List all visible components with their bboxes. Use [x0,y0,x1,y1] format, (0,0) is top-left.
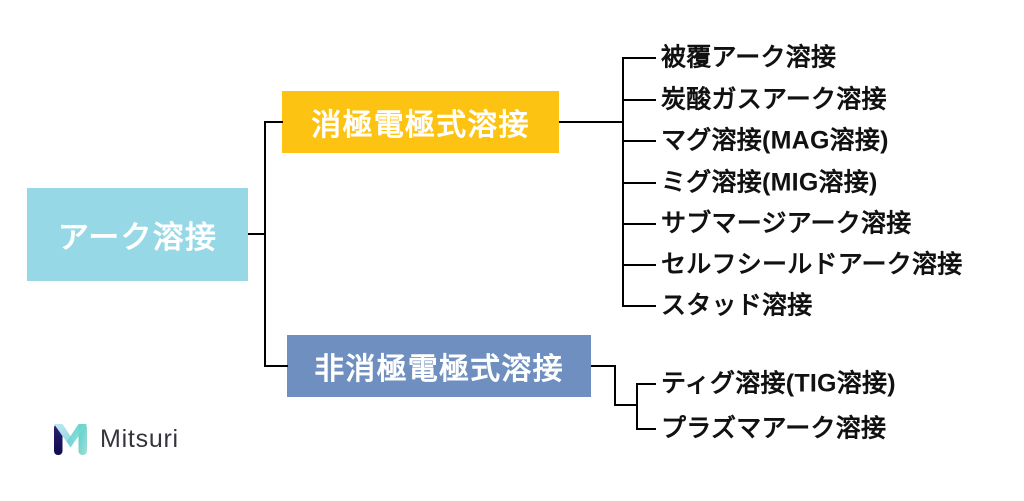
node-branch-consumable-electrode: 消極電極式溶接 [282,91,559,153]
connector-nonconsumable-leaf-1 [636,383,656,385]
connector-nonconsumable-spine [636,383,638,430]
node-branch-nonconsumable-electrode: 非消極電極式溶接 [287,335,591,397]
leaf-label-mig: ミグ溶接(MIG溶接) [661,168,878,197]
node-branch-consumable-label: 消極電極式溶接 [311,109,530,142]
connector-nonconsumable-leaf-2 [636,428,656,430]
node-root-arc-welding: アーク溶接 [27,188,248,281]
leaf-label-submerged-arc: サブマージアーク溶接 [661,209,912,238]
leaf-label-mag: マグ溶接(MAG溶接) [661,126,889,155]
mitsuri-logo: Mitsuri [52,421,179,458]
connector-consumable-spine [622,57,624,306]
mitsuri-m-logo-icon [54,424,87,455]
connector-nonconsumable-stub [591,365,616,367]
connector-root-stub [248,233,265,235]
connector-consumable-stub [559,121,624,123]
node-branch-nonconsumable-label: 非消極電極式溶接 [314,353,564,386]
node-root-label: アーク溶接 [57,220,218,255]
connector-consumable-leaf-1 [622,57,656,59]
connector-consumable-leaf-7 [622,305,656,307]
connector-consumable-leaf-5 [622,223,656,225]
connector-consumable-leaf-6 [622,264,656,266]
connector-root-spine [264,121,266,366]
connector-consumable-leaf-2 [622,99,656,101]
leaf-label-shielded-metal-arc: 被覆アーク溶接 [661,43,837,72]
connector-nonconsumable-elbow [614,404,638,406]
connector-consumable-leaf-3 [622,140,656,142]
connector-nonconsumable-drop [614,365,616,406]
leaf-label-tig: ティグ溶接(TIG溶接) [661,369,896,398]
leaf-label-co2-arc: 炭酸ガスアーク溶接 [661,85,887,114]
leaf-label-self-shielded-arc: セルフシールドアーク溶接 [661,250,963,279]
leaf-label-stud: スタッド溶接 [661,291,813,320]
connector-consumable-leaf-4 [622,182,656,184]
mitsuri-wordmark: Mitsuri [100,425,179,453]
leaf-label-plasma-arc: プラズマアーク溶接 [661,414,887,443]
connector-root-to-consumable [264,121,283,123]
connector-root-to-nonconsumable [264,365,288,367]
